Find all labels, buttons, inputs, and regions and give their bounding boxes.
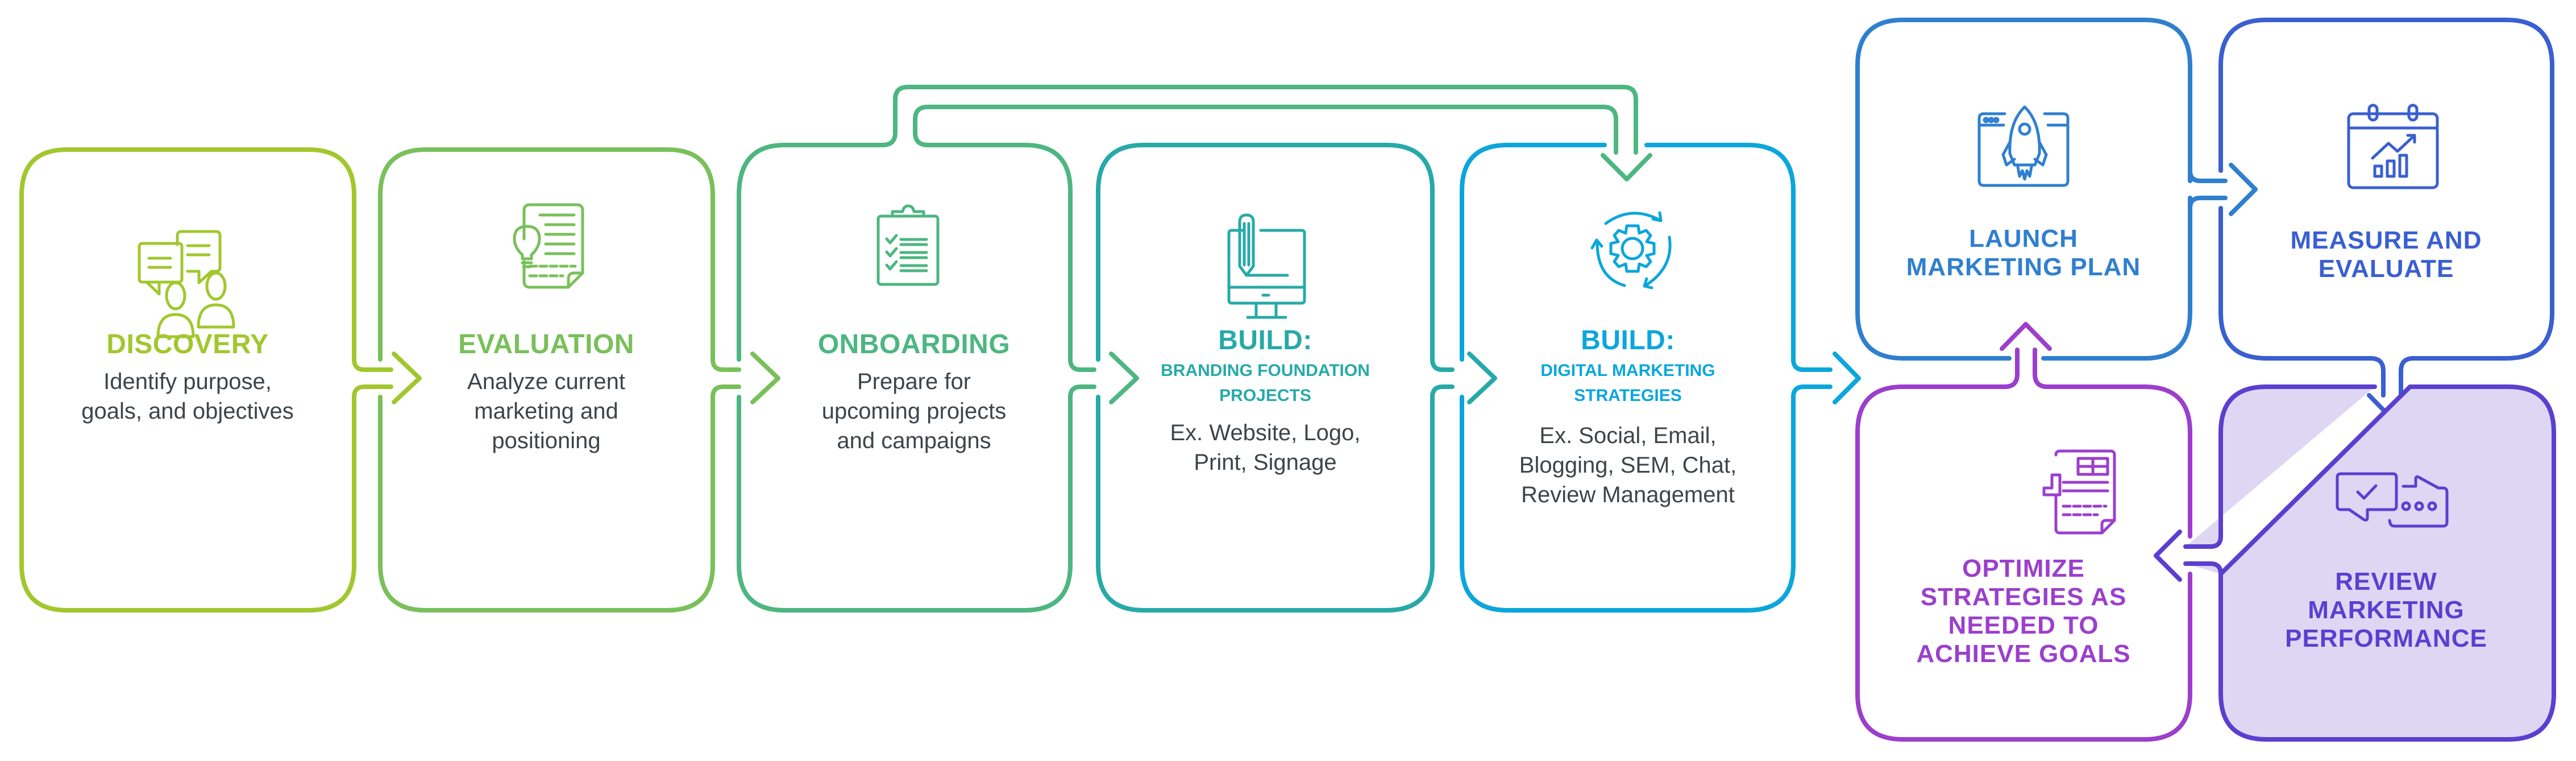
description-line: and campaigns (837, 428, 991, 453)
cycle-measure-title: MEASURE AND EVALUATE (2291, 226, 2482, 283)
title-line: NEEDED TO (1948, 611, 2099, 639)
step-subtitle: BRANDING FOUNDATION PROJECTS (1161, 358, 1370, 408)
title-line: OPTIMIZE (1962, 555, 2085, 582)
title-line: MEASURE AND (2290, 226, 2482, 254)
description-line: Print, Signage (1194, 450, 1337, 475)
title-line: MARKETING PLAN (1906, 253, 2141, 281)
description-line: upcoming projects (821, 399, 1007, 424)
title-line: STRATEGIES AS (1920, 583, 2127, 611)
title-line: EVALUATE (2318, 255, 2454, 283)
cycle-launch-title: LAUNCH MARKETING PLAN (1906, 225, 2141, 282)
step-description: Identify purpose, goals, and objectives (81, 367, 294, 426)
step-build-branding-box (1096, 143, 1497, 613)
step-description: Analyze current marketing and positionin… (467, 367, 625, 456)
description-line: Analyze current (467, 369, 625, 394)
arrow-onboarding-to-build-branding (1109, 153, 1652, 404)
cycle-review-title: REVIEW MARKETING PERFORMANCE (2285, 568, 2487, 653)
title-line: MARKETING (2308, 596, 2465, 624)
clipboard-checklist-icon (876, 204, 940, 286)
description-line: goals, and objectives (81, 399, 294, 424)
cycle-launch-box (1855, 18, 2258, 361)
description-line: Ex. Website, Logo, (1170, 420, 1361, 445)
description-line: Review Management (1521, 482, 1735, 507)
step-title: BUILD: (1581, 325, 1675, 355)
step-description: Prepare for upcoming projects and campai… (822, 367, 1007, 456)
step-title: ONBOARDING (817, 329, 1011, 359)
step-discovery-box (19, 147, 356, 613)
step-title: BUILD: (1218, 325, 1312, 355)
title-line: PERFORMANCE (2285, 624, 2487, 652)
gear-cycle-icon (1590, 211, 1672, 289)
step-subtitle: DIGITAL MARKETING STRATEGIES (1540, 358, 1715, 408)
arrow-evaluation-to-onboarding (711, 351, 780, 404)
description-line: Identify purpose, (103, 369, 272, 394)
description-line: Prepare for (857, 369, 971, 394)
calendar-chart-icon (2347, 104, 2439, 189)
subtitle-line: DIGITAL MARKETING (1540, 361, 1715, 380)
cycle-optimize-box (1855, 322, 2192, 742)
cycle-measure-box (2218, 18, 2554, 422)
subtitle-line: PROJECTS (1219, 386, 1311, 405)
subtitle-line: BRANDING FOUNDATION (1161, 361, 1370, 380)
subtitle-line: STRATEGIES (1574, 386, 1682, 405)
cycle-optimize-title: OPTIMIZE STRATEGIES AS NEEDED TO ACHIEVE… (1916, 555, 2130, 668)
description-line: Blogging, SEM, Chat, (1519, 453, 1737, 478)
discussion-people-icon (138, 230, 235, 338)
document-lightbulb-icon (513, 203, 584, 289)
rocket-browser-icon (1977, 105, 2070, 187)
title-line: LAUNCH (1969, 225, 2078, 253)
step-title: EVALUATION (458, 329, 634, 359)
step-title: DISCOVERY (106, 329, 269, 359)
step-evaluation-box (378, 147, 715, 613)
description-line: Ex. Social, Email, (1539, 423, 1717, 448)
report-chart-icon (2042, 449, 2116, 535)
title-line: ACHIEVE GOALS (1916, 640, 2131, 668)
description-line: positioning (492, 428, 601, 453)
step-description: Ex. Social, Email, Blogging, SEM, Chat, … (1519, 421, 1736, 510)
description-line: marketing and (474, 399, 618, 424)
chat-review-icon (2336, 472, 2449, 528)
step-build-digital-box (1460, 143, 1861, 613)
step-onboarding-box (737, 85, 1638, 613)
arrow-discovery-to-evaluation (352, 351, 422, 404)
monitor-pencil-icon (1227, 213, 1306, 319)
step-description: Ex. Website, Logo, Print, Signage (1170, 418, 1361, 477)
title-line: REVIEW (2335, 568, 2437, 595)
cycle-review-box (2154, 384, 2556, 742)
